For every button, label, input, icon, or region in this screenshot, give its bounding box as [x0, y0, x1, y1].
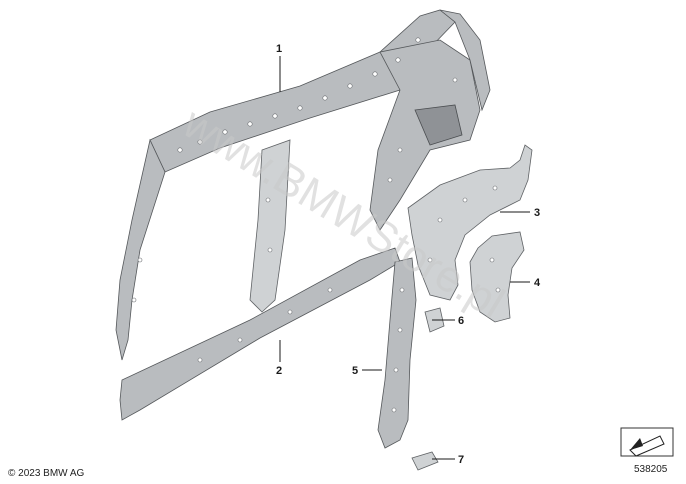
wheel-arch-outer-part[interactable]	[407, 144, 533, 301]
pillar-reinforcement-part[interactable]	[377, 257, 417, 449]
callout-5[interactable]: 5	[352, 365, 358, 377]
callout-7[interactable]: 7	[458, 454, 464, 466]
orientation-arrow-icon	[620, 427, 674, 457]
copyright-text: © 2023 BMW AG	[8, 468, 85, 479]
callout-4[interactable]: 4	[534, 277, 541, 289]
side-frame-part[interactable]	[115, 9, 491, 421]
callout-1[interactable]: 1	[276, 43, 282, 55]
plate-part[interactable]	[411, 451, 439, 471]
side-frame-holes	[131, 37, 458, 363]
leader-lines	[279, 56, 530, 460]
diagram-number: 538205	[634, 464, 668, 475]
callout-6[interactable]: 6	[458, 315, 464, 327]
callout-2[interactable]: 2	[276, 365, 282, 377]
callout-3[interactable]: 3	[534, 207, 540, 219]
